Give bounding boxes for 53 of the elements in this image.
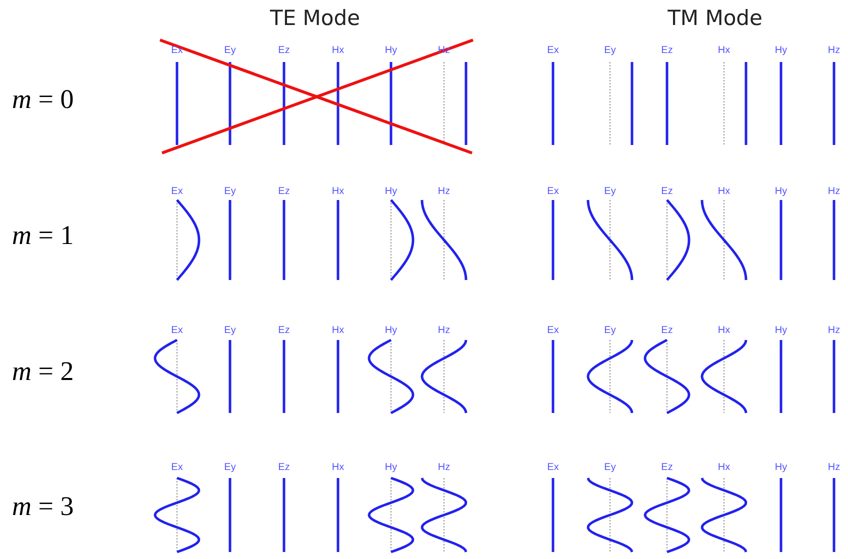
mode-index-label: m = 1 xyxy=(12,220,74,251)
field-component-label: Ey xyxy=(224,462,236,473)
field-component-label: Ey xyxy=(604,186,616,197)
field-component-label: Hz xyxy=(828,462,840,473)
field-component-label: Hx xyxy=(718,186,730,197)
field-component-label: Hy xyxy=(774,462,788,473)
field-component-label: Ey xyxy=(224,186,236,197)
field-component-label: Hy xyxy=(774,325,788,336)
column-heading: TM Mode xyxy=(668,6,762,30)
field-component-label: Hz xyxy=(828,45,840,56)
field-component-label: Ey xyxy=(604,45,616,56)
field-component-label: Hy xyxy=(774,45,788,56)
field-component-label: Hy xyxy=(384,325,398,336)
field-component-label: Ey xyxy=(224,325,236,336)
mode-index-label: m = 3 xyxy=(12,491,74,522)
field-component-label: Hz xyxy=(438,325,450,336)
field-component-label: Ex xyxy=(547,45,559,56)
field-component-label: Ez xyxy=(278,325,290,336)
field-component-label: Ey xyxy=(604,325,616,336)
field-component-label: Hz xyxy=(438,462,450,473)
field-component-label: Hz xyxy=(828,325,840,336)
field-component-label: Ez xyxy=(661,462,673,473)
field-component-label: Ez xyxy=(661,45,673,56)
column-heading: TE Mode xyxy=(270,6,360,30)
field-component-label: Hx xyxy=(332,45,344,56)
field-component-label: Hz xyxy=(438,186,450,197)
field-component-label: Hy xyxy=(774,186,788,197)
field-component-label: Hz xyxy=(828,186,840,197)
field-component-label: Ey xyxy=(604,462,616,473)
field-component-label: Ez xyxy=(661,186,673,197)
mode-index-label: m = 2 xyxy=(12,356,74,387)
field-component-label: Hy xyxy=(384,462,398,473)
field-component-label: Hx xyxy=(332,186,344,197)
field-component-label: Hy xyxy=(384,45,398,56)
field-component-label: Ez xyxy=(278,186,290,197)
field-component-label: Ex xyxy=(547,462,559,473)
field-component-label: Hx xyxy=(332,325,344,336)
field-component-label: Ex xyxy=(171,45,183,56)
field-component-label: Ex xyxy=(547,186,559,197)
field-component-label: Ez xyxy=(278,45,290,56)
field-component-label: Ex xyxy=(171,186,183,197)
field-component-label: Hx xyxy=(718,45,730,56)
mode-index-label: m = 0 xyxy=(12,84,74,115)
field-component-label: Hx xyxy=(718,325,730,336)
field-component-label: Hx xyxy=(718,462,730,473)
field-component-label: Ex xyxy=(171,462,183,473)
field-component-label: Ex xyxy=(171,325,183,336)
field-component-label: Hx xyxy=(332,462,344,473)
field-component-label: Ex xyxy=(547,325,559,336)
field-component-label: Ez xyxy=(661,325,673,336)
field-component-label: Ey xyxy=(224,45,236,56)
field-component-label: Ez xyxy=(278,462,290,473)
field-component-label: Hy xyxy=(384,186,398,197)
